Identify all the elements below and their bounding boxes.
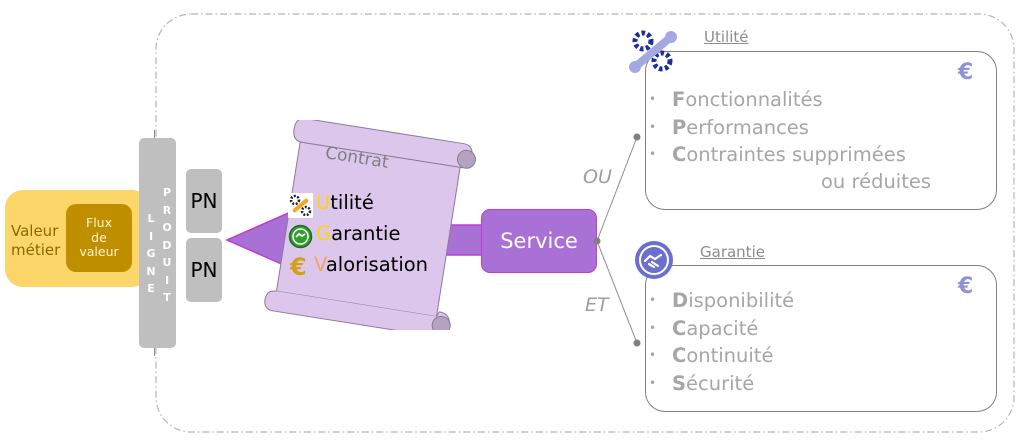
item-rest: apacité (686, 316, 759, 340)
utilite-continuation: ou réduites (821, 170, 932, 193)
euro-icon: € (958, 274, 974, 299)
flux-line-1: Flux (86, 215, 112, 231)
bullet: • (649, 293, 657, 307)
list-item: • Contraintes supprimées (645, 141, 906, 169)
item-rest: écurité (686, 371, 755, 395)
item-initial: F (672, 88, 686, 111)
euro-icon: € (290, 253, 307, 281)
wrench-gear-icon (626, 27, 680, 77)
list-item: • Disponibilité (645, 287, 794, 315)
list-item: • Fonctionnalités (645, 86, 906, 114)
utilite-title: Utilité (704, 28, 749, 46)
item-rest: isponibilité (688, 289, 795, 312)
wrench-gear-icon (288, 193, 313, 218)
item-rest: ontinuité (686, 344, 774, 367)
item-initial: C (672, 316, 687, 340)
list-item: • Continuité (645, 342, 794, 370)
item-rest: onctionnalités (685, 88, 823, 111)
item-initial: D (672, 289, 689, 312)
flux-de-valeur-box: Flux de valeur (66, 204, 132, 272)
service-junction-dot (593, 237, 601, 245)
bullet: • (649, 320, 657, 335)
list-item: • Sécurité (645, 370, 794, 398)
handshake-icon (288, 224, 313, 249)
list-item: • Capacité (645, 315, 794, 343)
bullet: • (649, 147, 657, 161)
service-box: Service (481, 209, 597, 273)
flux-line-2: de (91, 229, 107, 245)
garantie-initial: G (316, 222, 332, 245)
ligne-produit-letter: E (147, 282, 155, 295)
list-item: • Performances (645, 114, 906, 142)
garantie-rest: arantie (331, 222, 401, 245)
valorisation-initial: V (314, 253, 326, 276)
bullet: • (649, 92, 657, 106)
garantie-list: • Disponibilité • Capacité • Continuité • Sécur… (645, 287, 794, 397)
garantie-junction-dot (633, 339, 641, 347)
branch-connectors (593, 133, 641, 347)
ligne-produit-letter: P (162, 186, 172, 199)
ligne-produit-letter: T (163, 291, 171, 304)
handshake-icon (634, 240, 674, 280)
garantie-box (645, 265, 997, 412)
item-initial: C (672, 143, 687, 166)
ligne-produit-letter: G (146, 247, 156, 260)
ligne-produit-letter: I (148, 229, 154, 243)
ligne-produit-letter: R (162, 203, 172, 217)
flux-line-3: valeur (79, 244, 119, 260)
utilite-junction-dot (633, 133, 641, 141)
item-rest: ontraintes supprimées (686, 143, 906, 166)
item-initial: S (672, 371, 687, 395)
contract-scroll (264, 120, 476, 330)
valorisation-rest: alorisation (325, 253, 429, 276)
valeur-metier-line-1: Valeur (11, 222, 59, 240)
bullet: • (649, 348, 657, 362)
item-rest: erformances (686, 115, 809, 139)
branch-or-label: OU (583, 166, 612, 188)
ligne-produit-letter: D (162, 238, 172, 252)
utilite-rest: tilité (330, 191, 374, 214)
ligne-produit-letter: L (147, 212, 155, 225)
ligne-produit-letter: U (162, 256, 172, 269)
item-initial: C (672, 344, 687, 367)
ligne-produit-letter: O (162, 221, 172, 234)
bullet: • (649, 119, 657, 134)
ligne-tick-bottom (154, 348, 155, 356)
bullet: • (649, 375, 657, 390)
pn-box-1: PN (186, 169, 222, 233)
euro-icon: € (958, 60, 974, 85)
utilite-initial: U (316, 191, 331, 214)
utilite-list: • Fonctionnalités • Performances • Contrainte… (645, 86, 906, 169)
item-initial: P (672, 115, 687, 139)
branch-and-label: ET (585, 294, 609, 316)
valeur-metier-label: Valeur métier (11, 222, 60, 260)
valeur-metier-line-2: métier (11, 241, 61, 259)
pn-box-2: PN (186, 238, 222, 302)
utilite-box (645, 51, 997, 210)
garantie-title: Garantie (700, 243, 765, 261)
ligne-tick-top (154, 130, 155, 138)
ligne-produit-letter: I (164, 273, 170, 287)
ligne-produit-letter: N (146, 264, 156, 278)
